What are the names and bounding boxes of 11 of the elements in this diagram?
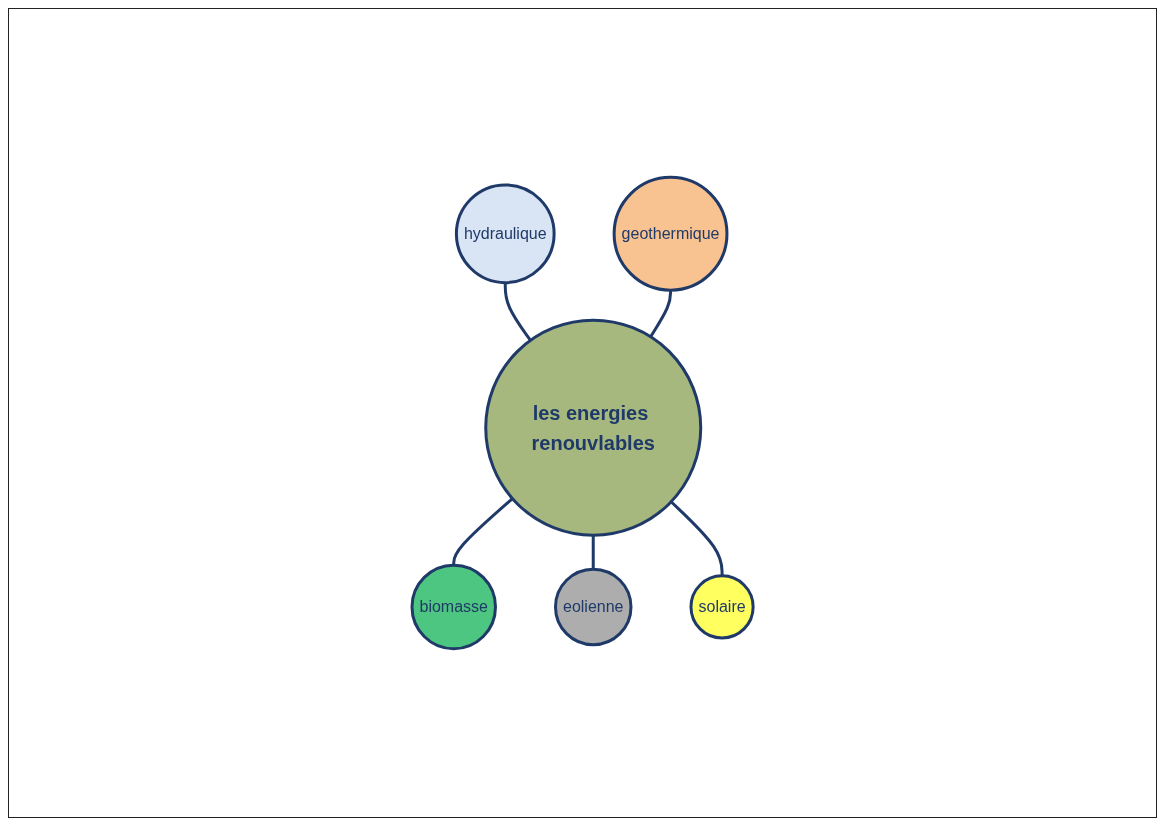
node-circle: les energies renouvlables bbox=[484, 318, 703, 537]
connector bbox=[649, 290, 672, 338]
node-circle: geothermique bbox=[612, 175, 729, 292]
node-circle: eolienne bbox=[553, 567, 633, 647]
node-circle: solaire bbox=[689, 574, 755, 640]
connector bbox=[503, 282, 532, 342]
connector bbox=[670, 500, 724, 576]
node-circle: hydraulique bbox=[454, 183, 556, 285]
connector bbox=[452, 497, 514, 566]
node-circle: biomasse bbox=[410, 563, 497, 651]
connector bbox=[591, 535, 595, 570]
